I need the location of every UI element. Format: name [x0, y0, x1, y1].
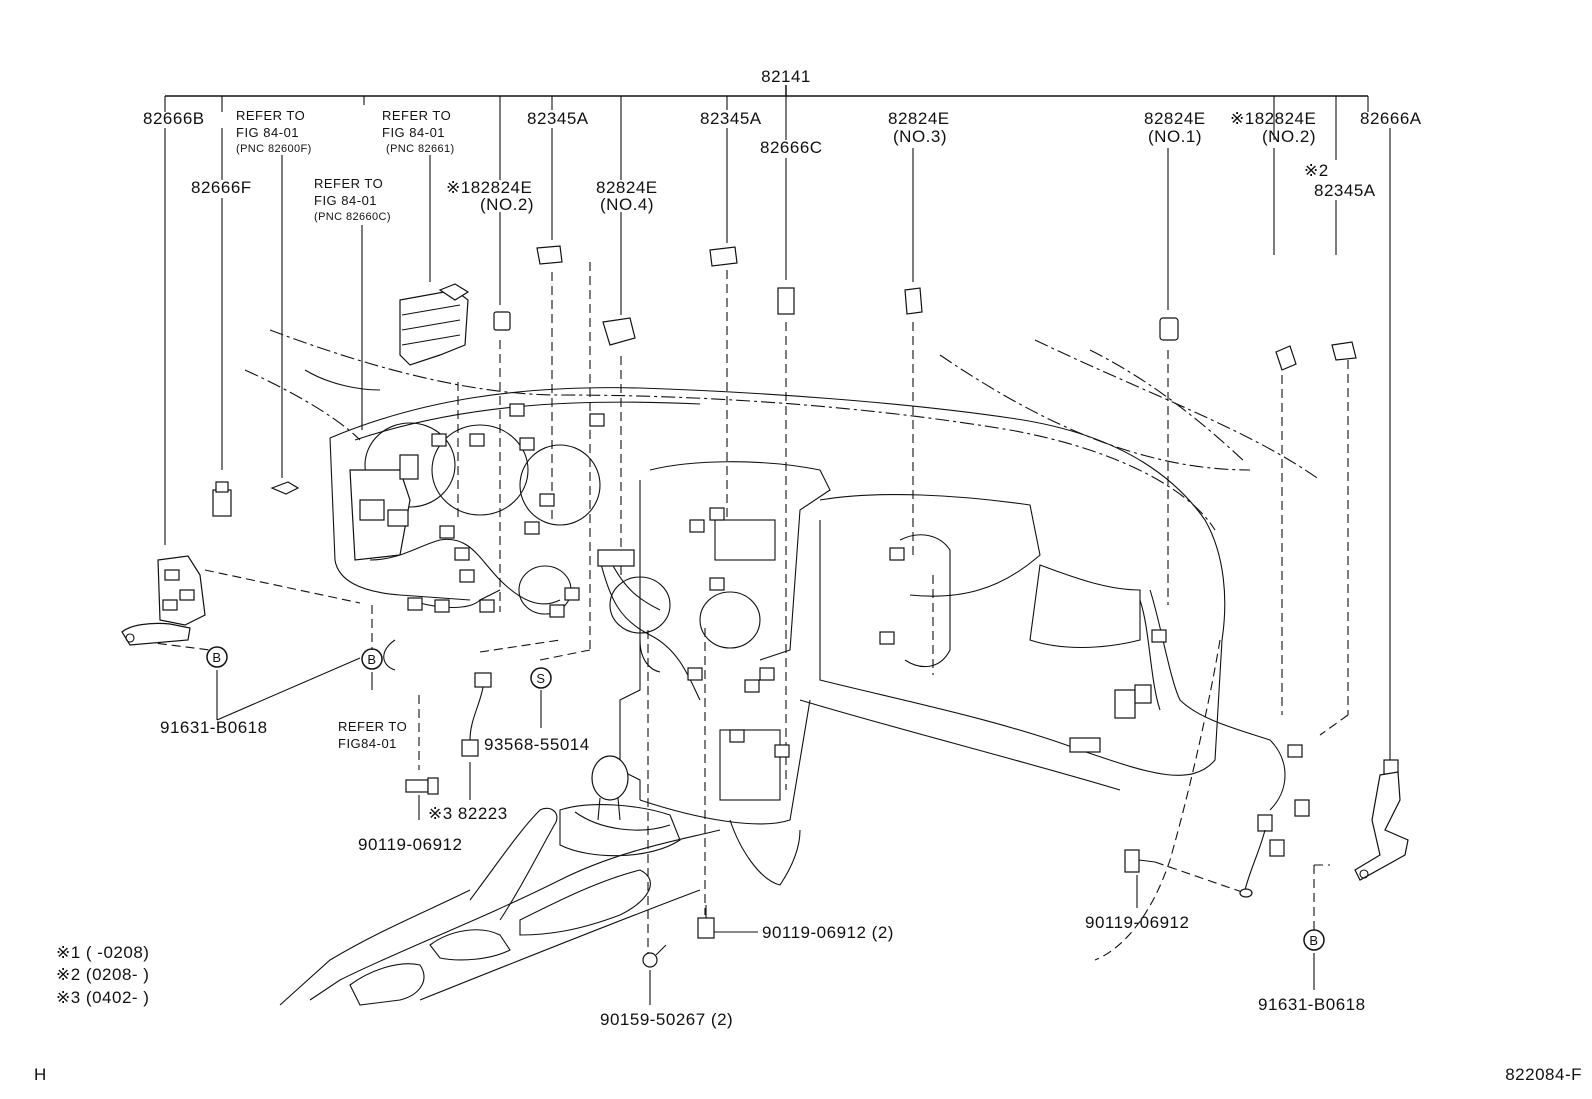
leader-lines: [164, 128, 1391, 1005]
label-82824E-no3-b: (NO.3): [893, 127, 947, 146]
connector-82345A-2: [709, 246, 738, 267]
label-90119-left: 90119-06912: [358, 835, 462, 854]
marker-b-1: B: [212, 650, 221, 665]
label-82345A-2: 82345A: [700, 109, 762, 128]
label-refer3-a: REFER TO: [314, 176, 383, 191]
clip-part: [270, 481, 300, 495]
label-refer2-a: REFER TO: [382, 108, 451, 123]
note-2: ※2 (0208- ): [56, 965, 149, 984]
label-90159: 90159-50267 (2): [600, 1010, 733, 1029]
label-82824E-no1-b: (NO.1): [1148, 127, 1202, 146]
sensor-82223: [461, 672, 492, 757]
bolt-90119-mid: [697, 905, 715, 939]
label-refer2-b: FIG 84-01: [382, 125, 445, 140]
label-82223: ※3 82223: [428, 804, 508, 823]
corner-mark: H: [34, 1065, 47, 1084]
marker-s: S: [536, 671, 545, 686]
dashboard-illustration: [244, 329, 1321, 1006]
label-82345A-3-b: 82345A: [1314, 181, 1376, 200]
footnotes: ※1 ( -0208) ※2 (0208- ) ※3 (0402- ): [56, 943, 149, 1007]
connector-82824E-no3: [904, 287, 923, 315]
connector-82824E-no4: [602, 317, 636, 346]
label-90119-mid: 90119-06912 (2): [762, 923, 894, 942]
label-82824E-no2-right-b: (NO.2): [1262, 127, 1316, 146]
label-93568: 93568-55014: [484, 735, 590, 754]
label-refer1-a: REFER TO: [236, 108, 305, 123]
connector-82666C: [777, 287, 795, 315]
label-82824E-no3-a: 82824E: [888, 109, 950, 128]
label-82666B: 82666B: [143, 109, 205, 128]
parts: [121, 245, 1409, 968]
label-82824E-no4-b: (NO.4): [600, 195, 654, 214]
label-82345A-3-a: ※2: [1304, 161, 1329, 180]
label-82824E-no4-a: 82824E: [596, 178, 658, 197]
screw-90159: [642, 944, 667, 968]
connector-82824E-no2-left: [493, 311, 511, 331]
connector-82824E-no2-right: [1275, 345, 1297, 371]
dashed-connectors: [129, 262, 1349, 958]
circle-markers: [206, 646, 1325, 951]
label-82666F: 82666F: [191, 178, 252, 197]
part-labels: 82141 82666B 82666F REFER TO FIG 84-01 (…: [143, 67, 1422, 1029]
connector-82824E-no1: [1159, 317, 1179, 341]
label-82666C: 82666C: [760, 138, 823, 157]
switch-82666F: [212, 481, 232, 517]
bracket-82666A: [1354, 759, 1409, 881]
label-refer4-b: FIG84-01: [338, 736, 397, 751]
label-refer2-c: (PNC 82661): [386, 143, 455, 155]
marker-b-3: B: [1309, 933, 1318, 948]
label-refer4-a: REFER TO: [338, 719, 407, 734]
connector-82345A-3: [1331, 341, 1357, 361]
label-91631-left: 91631-B0618: [160, 718, 268, 737]
bolt-90119-right: [1124, 849, 1156, 873]
label-82824E-no2-left-b: (NO.2): [480, 195, 534, 214]
label-82824E-no2-left-a: ※182824E: [446, 178, 532, 197]
connector-82345A-1: [536, 245, 563, 265]
note-1: ※1 ( -0208): [56, 943, 149, 962]
label-refer3-b: FIG 84-01: [314, 193, 377, 208]
label-90119-right: 90119-06912: [1085, 913, 1189, 932]
label-82141: 82141: [761, 67, 811, 86]
marker-b-2: B: [367, 652, 376, 667]
label-refer1-b: FIG 84-01: [236, 125, 299, 140]
label-refer3-c: (PNC 82660C): [314, 211, 391, 223]
assembly-bracket: [164, 85, 1369, 180]
label-82824E-no2-right-a: ※182824E: [1230, 109, 1316, 128]
bracket-82666B: [121, 555, 206, 646]
label-refer1-c: (PNC 82600F): [236, 143, 312, 155]
label-82824E-no1-a: 82824E: [1144, 109, 1206, 128]
label-91631-right: 91631-B0618: [1258, 995, 1366, 1014]
figure-code: 822084-F: [1505, 1065, 1582, 1084]
junction-block: [399, 283, 470, 366]
label-82666A: 82666A: [1360, 109, 1422, 128]
label-82345A-1: 82345A: [527, 109, 589, 128]
bolt-90119-left: [405, 777, 439, 795]
note-3: ※3 (0402- ): [56, 988, 149, 1007]
